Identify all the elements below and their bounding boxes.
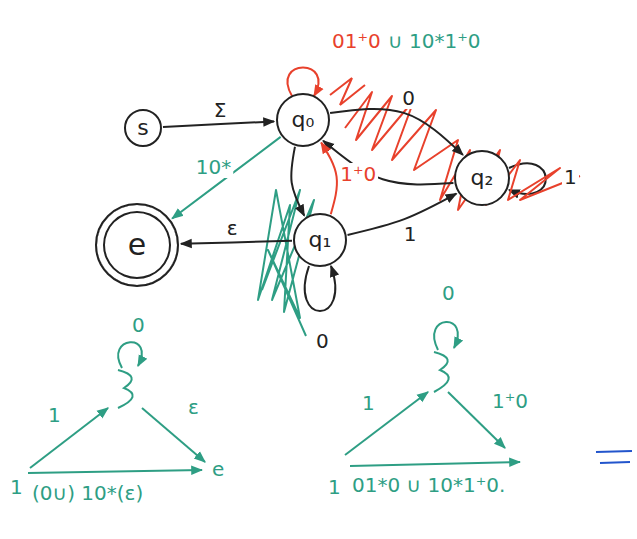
state-circle: q₁ (293, 213, 347, 267)
sketch-arrow (345, 392, 428, 455)
note-text: 1 (8, 476, 25, 498)
state-circle: q₀ (276, 93, 330, 147)
equals-mark (596, 451, 632, 463)
note-text: 1 (360, 392, 377, 414)
transition-arrow (323, 141, 453, 185)
scribble (330, 78, 365, 105)
squiggle-state (118, 370, 133, 408)
transition-label: 10* (194, 156, 233, 178)
transition-arrow (291, 147, 304, 216)
transition-arrow (172, 137, 280, 219)
state-name: e (128, 230, 146, 260)
transition-label: Σ (212, 99, 229, 121)
note-text: 1 (562, 166, 579, 188)
sketch-arrow (30, 408, 108, 468)
note-text: e (210, 458, 226, 480)
state-circle: s (124, 109, 162, 147)
state-name: q₀ (292, 109, 315, 131)
transition-label: 0 (400, 87, 417, 109)
transition-label: 1 (402, 223, 419, 245)
transition-arrow (330, 109, 463, 155)
self-loop (305, 266, 336, 311)
self-loop (118, 342, 142, 368)
note-text: ε (186, 396, 201, 418)
note-text: 1 (326, 476, 343, 498)
note-text: (0∪) 10*(ε) (30, 482, 145, 504)
sketch-arrow (28, 470, 202, 473)
note-text: 0 (314, 330, 331, 352)
note-text: 01*0 ∪ 10*1⁺0. (350, 474, 507, 496)
transition-label: 1⁺0 (338, 163, 378, 185)
state-name: s (137, 117, 148, 139)
transition-label: ε (225, 217, 240, 239)
accept-state: e (95, 203, 179, 287)
transition-arrow (163, 121, 274, 127)
sketch-arrow (350, 462, 520, 466)
state-name: q₂ (471, 167, 494, 189)
self-loop (434, 322, 458, 350)
self-loop (287, 68, 318, 97)
note-text: 1⁺0 (490, 390, 530, 412)
transition-arrow (321, 143, 337, 215)
note-text: 1 (46, 404, 63, 426)
note-text: 0 (440, 282, 457, 304)
note-text: 01⁺0 (330, 30, 383, 52)
note-text: 0 (130, 314, 147, 336)
transition-arrow (181, 241, 292, 244)
note-text: ∪ 10*1⁺0 (386, 30, 482, 52)
state-circle: q₂ (454, 150, 510, 206)
squiggle-state (434, 352, 449, 392)
state-name: q₁ (309, 229, 332, 251)
